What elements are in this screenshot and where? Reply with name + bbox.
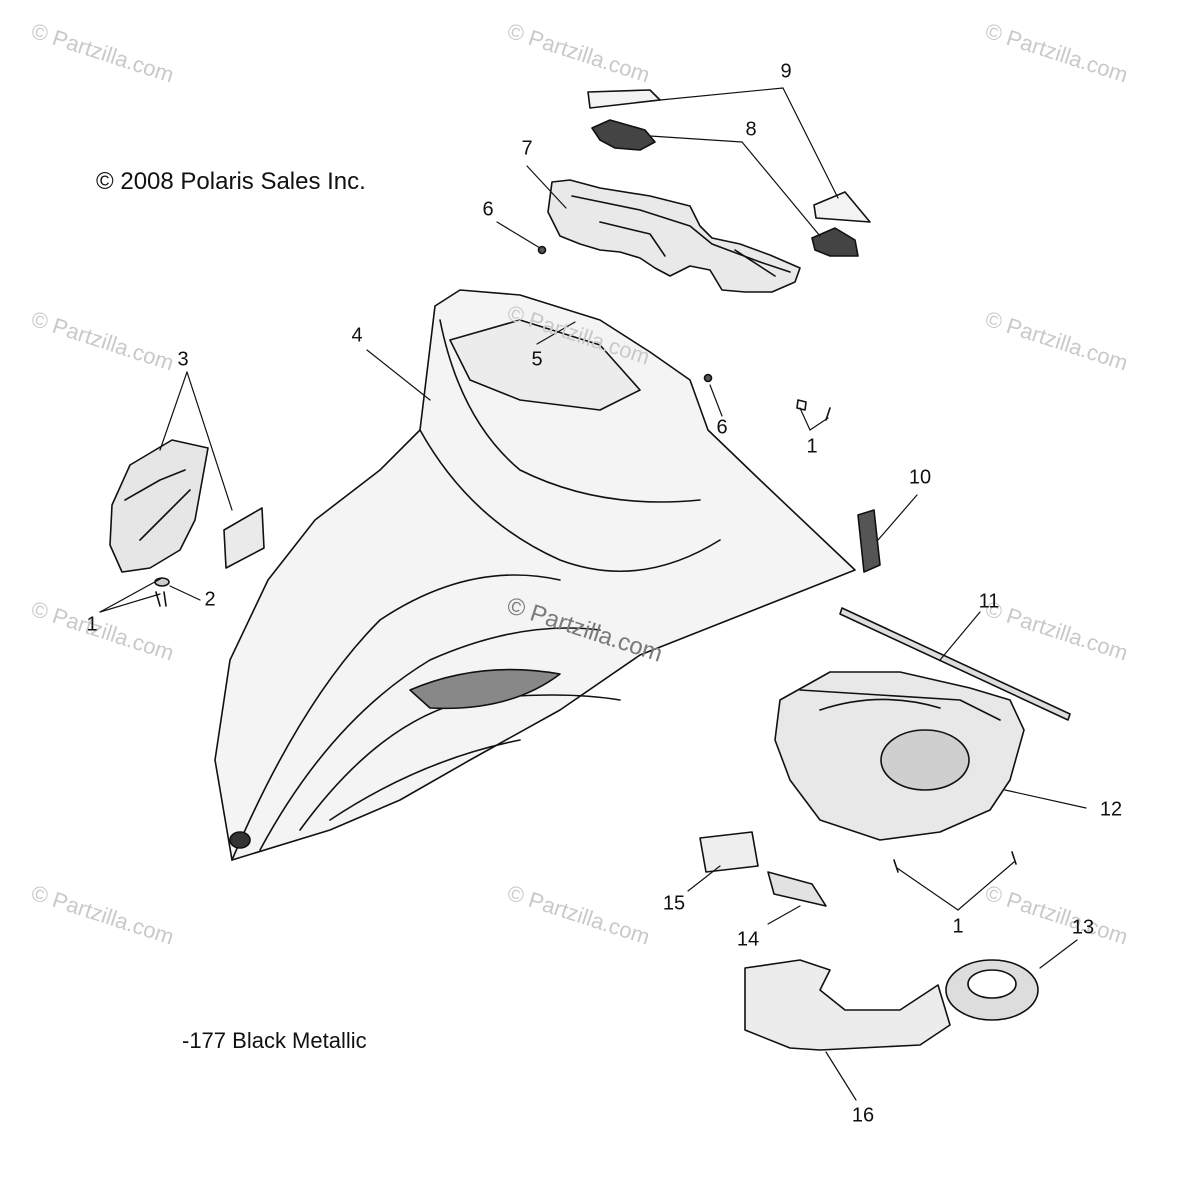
callout-1: 1: [952, 915, 964, 938]
callout-14: 14: [736, 928, 760, 951]
callout-13: 13: [1071, 916, 1095, 939]
callout-10: 10: [908, 466, 932, 489]
part-1-fastener-c: [893, 859, 899, 873]
part-1-fastener-d: [1011, 851, 1017, 865]
part-15-decal: [699, 831, 759, 873]
part-1-fastener-left: [155, 591, 167, 607]
callout-11: 11: [978, 590, 1000, 613]
callout-3: 3: [177, 348, 189, 371]
part-6-screw-lower: [703, 373, 713, 383]
part-16-foam-panel: [744, 959, 951, 1051]
copyright-notice: © 2008 Polaris Sales Inc.: [96, 168, 366, 195]
part-9-upper-pad: [587, 89, 661, 109]
part-1-fastener-b: [825, 407, 831, 421]
part-8-lower-bracket: [811, 227, 859, 257]
hood-vent-grille: [409, 668, 561, 710]
part-8-upper-bracket: [591, 119, 656, 151]
callout-9: 9: [780, 60, 792, 83]
callout-4: 4: [351, 324, 363, 347]
callout-1: 1: [806, 435, 818, 458]
callout-1: 1: [86, 613, 98, 636]
callout-7: 7: [521, 137, 533, 160]
part-3-side-cover: [109, 439, 209, 573]
part-7-dash-panel: [547, 179, 801, 293]
console-gauge-opening: [880, 729, 970, 791]
hood-badge: [229, 831, 251, 849]
part-1-fastener-a: [796, 399, 807, 411]
part-9-lower-pad: [813, 191, 871, 223]
callout-8: 8: [745, 118, 757, 141]
callout-5: 5: [531, 348, 543, 371]
callout-16: 16: [851, 1104, 875, 1127]
callout-12: 12: [1099, 798, 1123, 821]
part-11-strip: [839, 607, 1071, 721]
part-14-decal: [767, 871, 827, 907]
part-4-hood: [214, 289, 856, 861]
callout-2: 2: [204, 588, 216, 611]
callout-6: 6: [716, 416, 728, 439]
part-2-washer: [154, 577, 170, 587]
callout-6: 6: [482, 198, 494, 221]
callout-15: 15: [662, 892, 686, 915]
color-note: -177 Black Metallic: [182, 1028, 367, 1053]
part-10-clip: [857, 509, 881, 573]
part-3-decal: [223, 507, 265, 569]
